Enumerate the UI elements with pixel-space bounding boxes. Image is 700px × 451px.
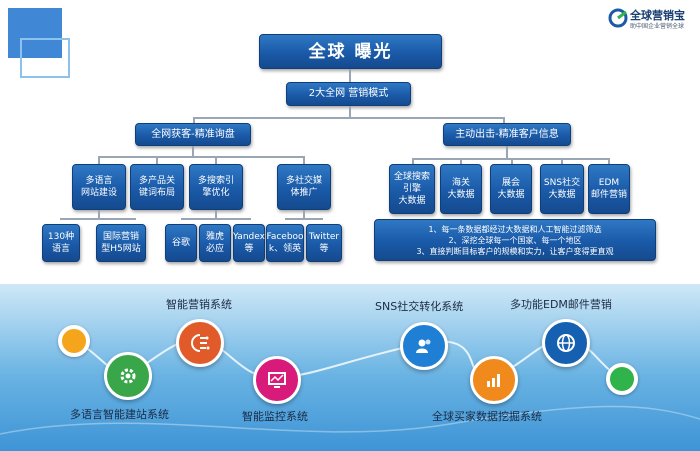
brain-chip-icon (191, 334, 210, 352)
leaf-h5-site: 国际营销 型H5网站 (96, 224, 146, 262)
leaf-twitter: Twitter 等 (306, 224, 342, 262)
data-source-customs: 海关 大数据 (440, 164, 482, 214)
accent-dot-green (606, 363, 638, 395)
system-label-website: 多语言智能建站系统 (70, 408, 169, 421)
leaf-yahoo-bing: 雅虎 必应 (199, 224, 231, 262)
system-website-circle (104, 352, 152, 400)
left-group-keywords: 多产品关 键词布局 (130, 164, 184, 210)
system-label-sns: SNS社交转化系统 (375, 300, 464, 313)
left-group-seo: 多搜索引 擎优化 (189, 164, 243, 210)
connector (156, 156, 158, 164)
monitor-chart-icon (268, 372, 286, 388)
leaf-yandex: Yandex 等 (233, 224, 265, 262)
connector (460, 158, 462, 164)
bar-chart-icon (487, 374, 500, 387)
leaf-facebook-linkedin: Faceboo k、领英 (266, 224, 304, 262)
connector (511, 158, 513, 164)
left-group-social: 多社交媒 体推广 (277, 164, 331, 210)
data-source-sns: SNS社交 大数据 (540, 164, 584, 214)
connector (215, 156, 217, 164)
left-branch-header: 全网获客-精准询盘 (135, 123, 251, 146)
data-source-exhibition: 展会 大数据 (490, 164, 532, 214)
corner-decor-outline (20, 38, 70, 78)
connector (561, 158, 563, 164)
logo-tagline: 助中国企业营销全球 (630, 23, 685, 30)
note-3: 3、直接判断目标客户的规模和实力，让客户变得更直观 (416, 246, 614, 256)
connector (192, 146, 194, 156)
users-icon (416, 339, 431, 353)
globe-icon (557, 334, 575, 352)
data-source-edm: EDM 邮件营销 (588, 164, 630, 214)
connector (412, 158, 414, 164)
connector (349, 69, 351, 82)
system-label-marketing: 智能营销系统 (166, 298, 232, 311)
connector (503, 117, 505, 123)
page-title: 全球 曝光 (259, 34, 442, 69)
system-label-edm: 多功能EDM邮件营销 (510, 298, 612, 311)
connector (193, 117, 195, 123)
system-label-monitor: 智能监控系统 (242, 410, 308, 423)
connector (193, 117, 505, 119)
connector (98, 210, 100, 218)
system-sns-circle (400, 322, 448, 370)
connector (181, 218, 251, 220)
connector (303, 156, 305, 164)
system-marketing-circle (176, 319, 224, 367)
system-label-buyer-data: 全球买家数据挖掘系统 (432, 410, 542, 423)
connector (60, 218, 136, 220)
corner-decor-square (8, 8, 62, 58)
accent-dot-orange (58, 325, 90, 357)
connector (98, 156, 100, 164)
notes-box: 1、每一条数据都经过大数据和人工智能过滤筛选 2、深挖全球每一个国家、每一个地区… (374, 219, 656, 261)
connector (285, 218, 323, 220)
system-monitor-circle (253, 356, 301, 404)
note-1: 1、每一条数据都经过大数据和人工智能过滤筛选 (428, 224, 602, 234)
connector (506, 146, 508, 158)
logo: 全球营销宝 助中国企业营销全球 (608, 6, 696, 32)
connector (349, 106, 351, 118)
leaf-google: 谷歌 (165, 224, 197, 262)
logo-icon (608, 8, 628, 28)
leaf-languages: 130种 语言 (42, 224, 80, 262)
connector (215, 210, 217, 218)
system-edm-circle (542, 319, 590, 367)
connector (303, 210, 305, 218)
left-group-website: 多语言 网站建设 (72, 164, 126, 210)
logo-name: 全球营销宝 (630, 9, 685, 22)
subtitle: 2大全网 营销模式 (286, 82, 411, 106)
connector (608, 158, 610, 164)
connector (98, 156, 305, 158)
data-source-search-engine: 全球搜索 引擎 大数据 (389, 164, 435, 214)
right-branch-header: 主动出击-精准客户信息 (443, 123, 571, 146)
systems-panel (0, 284, 700, 451)
system-buyer-data-circle (470, 356, 518, 404)
note-2: 2、深挖全球每一个国家、每一个地区 (448, 235, 582, 245)
gear-icon (120, 368, 136, 384)
